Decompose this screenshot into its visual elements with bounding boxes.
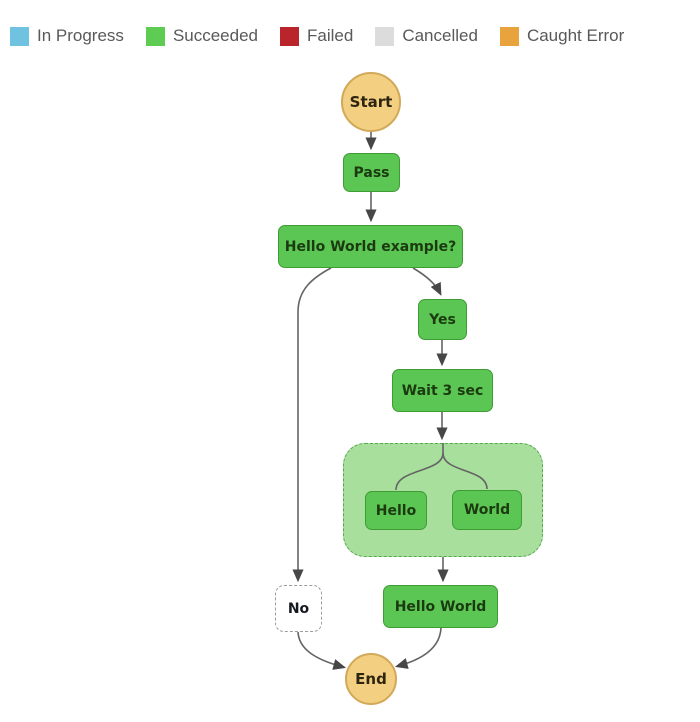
legend-label: Caught Error <box>526 26 625 45</box>
state-node-pass[interactable]: Pass <box>343 153 400 192</box>
legend-label: Cancelled <box>402 26 478 45</box>
legend-item-succeeded: Succeeded <box>145 26 259 46</box>
legend-item-in-progress: In Progress <box>10 26 124 46</box>
state-node-start[interactable]: Start <box>341 72 401 132</box>
legend-label: Succeeded <box>172 26 259 45</box>
legend-label: In Progress <box>37 26 124 45</box>
state-node-no[interactable]: No <box>275 585 322 632</box>
state-node-choice[interactable]: Hello World example? <box>278 225 463 268</box>
edge-fork-hello <box>395 452 444 491</box>
edge-helloworld-end <box>394 627 442 669</box>
edge-choice-no <box>292 267 332 583</box>
status-legend: In Progress Succeeded Failed Cancelled C… <box>10 26 624 46</box>
state-node-hello[interactable]: Hello <box>365 491 427 530</box>
cancelled-swatch-icon <box>375 26 395 46</box>
state-node-world[interactable]: World <box>452 490 522 530</box>
edge-fork-world <box>442 452 488 490</box>
edge-choice-yes <box>412 267 442 296</box>
state-node-hello-world[interactable]: Hello World <box>383 585 498 628</box>
legend-label: Failed <box>307 26 354 45</box>
legend-item-caught-error: Caught Error <box>499 26 625 46</box>
state-node-yes[interactable]: Yes <box>418 299 467 340</box>
failed-swatch-icon <box>280 26 300 46</box>
legend-item-failed: Failed <box>280 26 353 46</box>
state-node-wait[interactable]: Wait 3 sec <box>392 369 493 412</box>
caught-error-swatch-icon <box>499 26 519 46</box>
edge-no-end <box>297 631 347 670</box>
succeeded-swatch-icon <box>145 26 165 46</box>
state-node-end[interactable]: End <box>345 653 397 705</box>
in-progress-swatch-icon <box>10 26 29 46</box>
legend-item-cancelled: Cancelled <box>375 26 478 46</box>
